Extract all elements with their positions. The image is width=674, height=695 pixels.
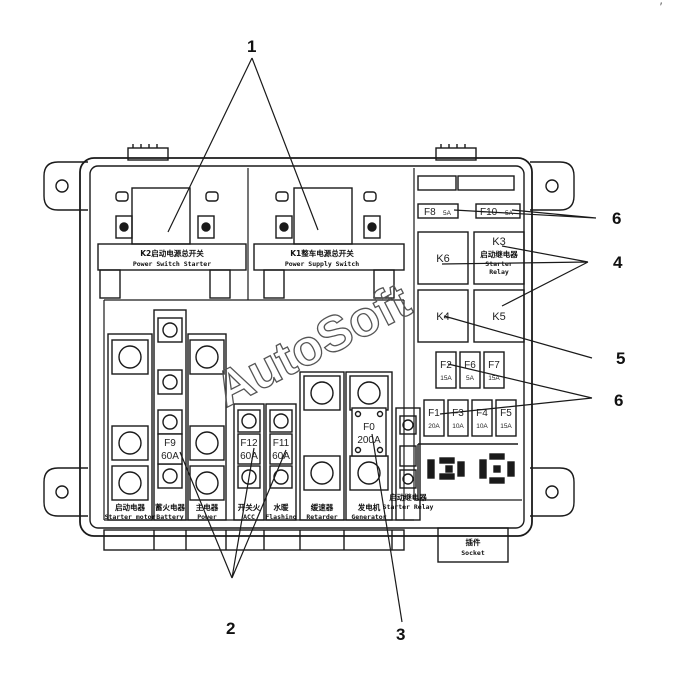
label-acc-cn: 开关火 bbox=[238, 502, 261, 512]
svg-text:F4: F4 bbox=[476, 408, 488, 419]
svg-text:10A: 10A bbox=[476, 423, 488, 430]
blank-slot-1 bbox=[417, 175, 457, 191]
label-starter-motor-en: Starter motor bbox=[105, 513, 156, 521]
mounting-ear-top-right bbox=[530, 161, 575, 211]
svg-text:60A: 60A bbox=[161, 451, 179, 462]
svg-text:Starter: Starter bbox=[485, 260, 512, 268]
relay-k6: K6 bbox=[417, 231, 469, 285]
svg-text:60A: 60A bbox=[272, 451, 290, 462]
corner-mark: ′ bbox=[660, 1, 662, 13]
label-power-cn: 主电器 bbox=[196, 502, 219, 512]
switch-k2-label: K2启动电源总开关 bbox=[140, 248, 204, 258]
connector-pins bbox=[427, 453, 515, 484]
fuse-f5: F5 15A bbox=[495, 399, 517, 437]
svg-text:20A: 20A bbox=[428, 423, 440, 430]
top-clip-left bbox=[127, 147, 169, 161]
svg-text:F12: F12 bbox=[240, 438, 258, 449]
svg-text:F0: F0 bbox=[363, 422, 375, 433]
svg-text:5A: 5A bbox=[443, 210, 452, 217]
switch-k2-label-en: Power Switch Starter bbox=[133, 260, 211, 268]
callout-1: 1 bbox=[247, 37, 256, 56]
mounting-ear-bottom-left bbox=[43, 467, 88, 517]
callout-6-bottom: 6 bbox=[614, 391, 623, 410]
fuse-f11: F11 60A bbox=[269, 433, 293, 465]
svg-text:启动继电器: 启动继电器 bbox=[480, 249, 518, 259]
label-generator-en: Generator bbox=[351, 513, 386, 521]
svg-text:F2: F2 bbox=[440, 360, 452, 371]
svg-text:F8: F8 bbox=[424, 207, 436, 218]
label-retarder-en: Retarder bbox=[306, 513, 337, 521]
label-battery-cn: 蓄火电器 bbox=[155, 502, 185, 512]
top-clip-right bbox=[435, 147, 477, 161]
svg-text:15A: 15A bbox=[440, 375, 452, 382]
fuse-f6: F6 5A bbox=[459, 351, 481, 389]
fuse-f12: F12 60A bbox=[237, 433, 261, 465]
callout-3: 3 bbox=[396, 625, 405, 644]
svg-text:10A: 10A bbox=[452, 423, 464, 430]
label-starter-relay-cn: 启动继电器 bbox=[389, 492, 427, 502]
fuse-f8: F8 5A bbox=[417, 203, 459, 219]
label-flashing-en: Flashing bbox=[265, 513, 296, 521]
svg-text:K6: K6 bbox=[436, 253, 449, 265]
switch-k2: K2启动电源总开关 Power Switch Starter bbox=[97, 187, 247, 299]
switch-k1: K1整车电源总开关 Power Supply Switch bbox=[253, 187, 405, 299]
fuse-f3: F3 10A bbox=[447, 399, 469, 437]
svg-text:F5: F5 bbox=[500, 408, 512, 419]
leader-lines bbox=[167, 57, 597, 623]
housing-outer bbox=[79, 157, 533, 537]
watermark: AutoSoft bbox=[206, 272, 420, 418]
relay-k5: K5 bbox=[473, 289, 525, 343]
fuse-f9: F9 60A bbox=[157, 433, 183, 465]
housing bbox=[43, 144, 575, 563]
fuse-f2: F2 15A bbox=[435, 351, 457, 389]
label-retarder-cn: 缓速器 bbox=[310, 502, 334, 512]
fuse-f1: F1 20A bbox=[423, 399, 445, 437]
label-battery-en: Battery bbox=[156, 513, 183, 521]
label-starter-motor-cn: 启动电器 bbox=[115, 502, 145, 512]
callout-2: 2 bbox=[226, 619, 235, 638]
relay-k4: K4 bbox=[417, 289, 469, 343]
svg-text:F1: F1 bbox=[428, 408, 440, 419]
label-generator-cn: 发电机 bbox=[357, 502, 381, 512]
svg-text:K3: K3 bbox=[492, 236, 505, 248]
svg-text:15A: 15A bbox=[488, 375, 500, 382]
label-socket-en: Socket bbox=[461, 549, 485, 557]
callout-4: 4 bbox=[613, 253, 623, 272]
terminal-labels: 启动电器 Starter motor 蓄火电器 Battery 主电器 Powe… bbox=[105, 492, 485, 557]
blank-slot-2 bbox=[457, 175, 515, 191]
fuse-f0: F0 200A bbox=[351, 407, 387, 457]
callout-5: 5 bbox=[616, 349, 625, 368]
relay-k3: K3 启动继电器 Starter Relay bbox=[473, 231, 525, 285]
socket-connector bbox=[437, 527, 509, 563]
svg-text:15A: 15A bbox=[500, 423, 512, 430]
housing-inner bbox=[89, 165, 525, 529]
svg-text:200A: 200A bbox=[357, 435, 381, 446]
svg-text:F6: F6 bbox=[464, 360, 476, 371]
svg-text:F11: F11 bbox=[273, 438, 290, 449]
label-acc-en: ACC bbox=[243, 513, 255, 521]
label-starter-relay-en: Starter Relay bbox=[383, 503, 434, 511]
svg-text:F9: F9 bbox=[164, 438, 176, 449]
svg-text:K4: K4 bbox=[436, 311, 449, 323]
fuse-f10: F10 5A bbox=[475, 203, 521, 219]
svg-text:5A: 5A bbox=[466, 375, 475, 382]
svg-text:F3: F3 bbox=[452, 408, 464, 419]
svg-text:60A: 60A bbox=[240, 451, 258, 462]
fuse-f7: F7 15A bbox=[483, 351, 505, 389]
label-socket-cn: 插件 bbox=[466, 537, 481, 547]
mounting-ear-bottom-right bbox=[530, 467, 575, 517]
svg-text:F7: F7 bbox=[488, 360, 500, 371]
fuse-f4: F4 10A bbox=[471, 399, 493, 437]
svg-text:Relay: Relay bbox=[489, 268, 509, 276]
mounting-ear-top-left bbox=[43, 161, 88, 211]
callout-6-top: 6 bbox=[612, 209, 621, 228]
label-flashing-cn: 水暖 bbox=[274, 502, 289, 512]
svg-text:K5: K5 bbox=[492, 311, 505, 323]
bottom-connector-strip bbox=[103, 529, 405, 551]
switch-k1-label: K1整车电源总开关 bbox=[290, 248, 354, 258]
switch-k1-label-en: Power Supply Switch bbox=[285, 260, 359, 268]
